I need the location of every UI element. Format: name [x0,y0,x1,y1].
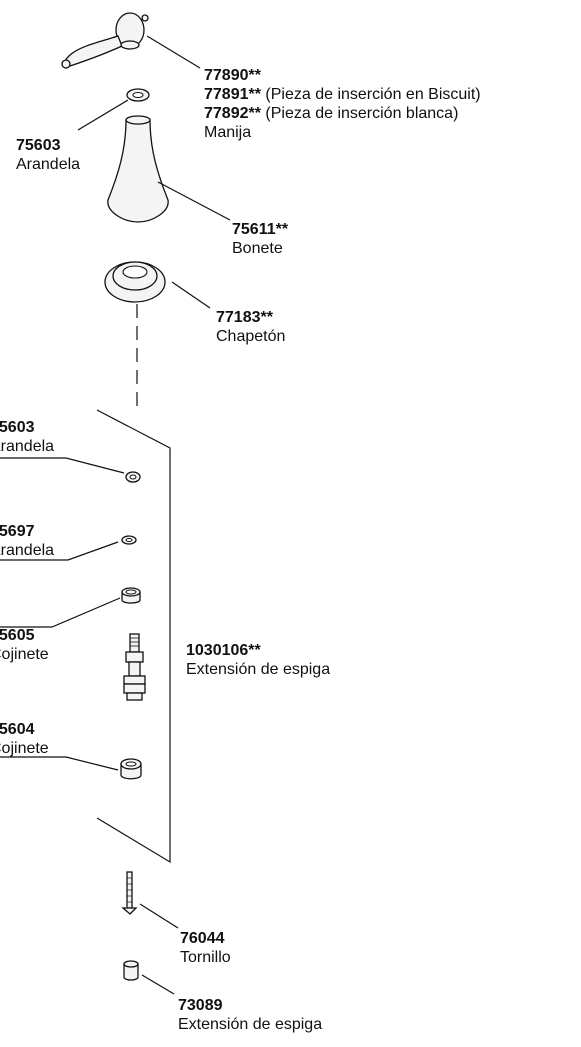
label-screw: 76044 Tornillo [180,929,231,967]
part-number: 77183** [216,309,273,326]
kit-bracket [96,409,171,864]
part-name: Arandela [0,438,55,455]
part-number: 75603 [0,419,35,436]
label-washer-kit: 75603 Arandela [0,418,54,456]
label-bonnet: 75611** Bonete [232,220,288,258]
leader-washer-top [77,99,129,131]
part-note: (Pieza de inserción en Biscuit) [265,86,481,103]
leader-bearing-upper [0,597,121,628]
part-number: 75603 [16,137,61,154]
part-name: Bonete [232,240,283,257]
handle-part [61,12,149,69]
part-name: Extensión de espiga [178,1016,323,1033]
part-name: Arandela [0,542,55,559]
label-escutcheon: 77183** Chapetón [216,308,285,346]
bearing-upper-part [121,587,141,604]
label-bearing-upper: 75605 Cojinete [0,626,49,664]
part-name: Cojinete [0,740,49,757]
part-number: 73089 [178,997,223,1014]
screw-part [121,871,138,915]
part-name: Chapetón [216,328,286,345]
part-name: Extensión de espiga [186,661,331,678]
leader-bonnet [157,181,231,221]
bearing-lower-part [120,758,142,780]
part-number: 75604 [0,721,35,738]
part-number: 77890** [204,67,261,84]
leader-bearing-lower [0,756,119,771]
part-number: 75605 [0,627,35,644]
washer-top-part [126,88,150,102]
leader-escutcheon [171,281,211,309]
part-name: Manija [204,124,252,141]
leader-washer-kit [0,457,125,474]
part-number: 77892** [204,105,261,122]
washer-kit-part [125,471,141,483]
part-note: (Pieza de inserción blanca) [265,105,459,122]
leader-screw [139,903,179,929]
label-handle: 77890** 77891** (Pieza de inserción en B… [204,66,481,142]
label-stem-extension: 1030106** Extensión de espiga [186,641,330,679]
label-stem-ext-nut: 73089 Extensión de espiga [178,996,322,1034]
escutcheon-part [104,261,166,303]
washer-small-part [121,535,137,545]
label-washer-small: 75697 Arandela [0,522,54,560]
part-number: 75611** [232,221,289,238]
part-name: Cojinete [0,646,49,663]
part-number: 1030106** [186,642,261,659]
part-name: Tornillo [180,949,231,966]
label-bearing-lower: 75604 Cojinete [0,720,49,758]
part-number: 77891** [204,86,261,103]
part-number: 75697 [0,523,35,540]
leader-washer-small [0,541,119,561]
stem-ext-nut-part [123,960,139,981]
label-washer-top: 75603 Arandela [16,136,80,174]
part-name: Arandela [16,156,81,173]
stem-extension-part [123,633,146,701]
part-number: 76044 [180,930,225,947]
leader-stem-ext-nut [141,974,175,995]
leader-handle [146,35,201,69]
bonnet-part [107,115,169,223]
